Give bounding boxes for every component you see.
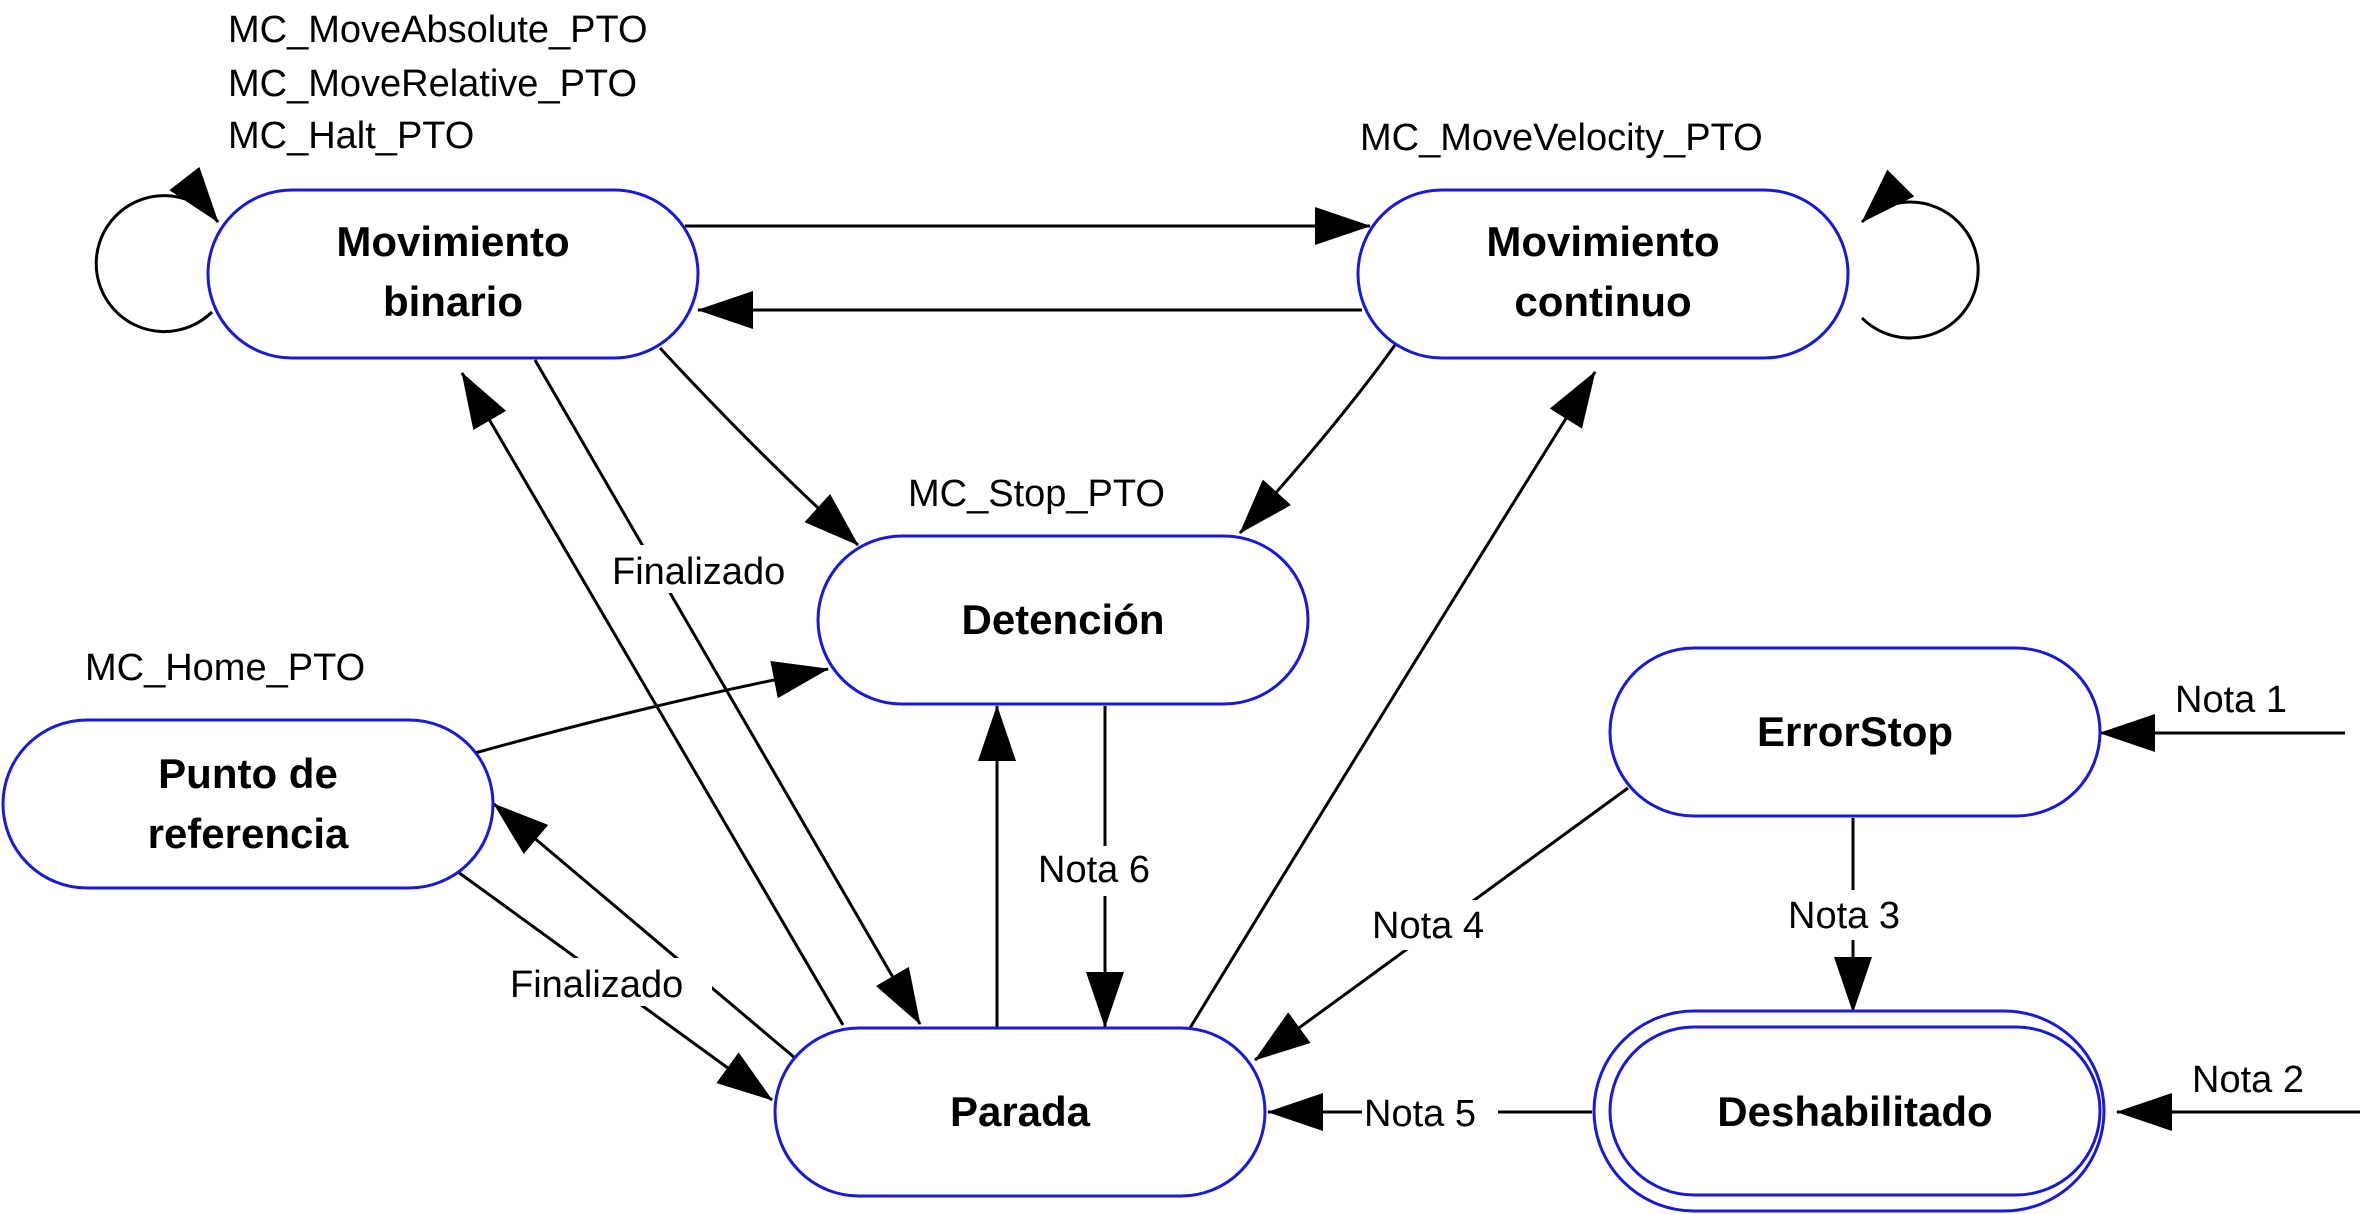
state-label: Movimiento [1486, 218, 1719, 265]
edge-binario-to-detencion [658, 346, 860, 547]
function-label: MC_Stop_PTO [908, 473, 1165, 515]
transition-label: Nota 2 [2192, 1059, 2304, 1101]
function-label: MC_MoveRelative_PTO [228, 63, 637, 105]
state-label: Deshabilitado [1717, 1088, 1992, 1135]
transition-label: Nota 3 [1788, 895, 1900, 937]
transition-label: Nota 6 [1038, 849, 1150, 891]
state-label: binario [383, 278, 523, 325]
state-deshabilitado: Deshabilitado [1592, 1009, 2106, 1213]
edge-parada-to-continuo [1188, 371, 1597, 1029]
state-movimiento-binario: Movimiento binario [206, 188, 700, 360]
transition-label: Finalizado [612, 551, 785, 593]
state-punto-de-referencia: Punto de referencia [1, 718, 495, 890]
state-label: Parada [950, 1088, 1091, 1135]
transition-label: Nota 5 [1364, 1093, 1476, 1135]
state-label: Detención [961, 596, 1164, 643]
function-label: MC_MoveVelocity_PTO [1360, 117, 1763, 159]
edge-punto-to-detencion [474, 660, 829, 755]
self-loop-binario [94, 166, 220, 334]
state-errorstop: ErrorStop [1608, 646, 2102, 818]
self-loop-continuo [1860, 169, 1980, 340]
transition-label: Nota 4 [1372, 905, 1484, 947]
state-label: Punto de [158, 750, 338, 797]
edge-parada-to-binario [460, 372, 845, 1026]
function-label: MC_MoveAbsolute_PTO [228, 9, 648, 51]
transition-label: Nota 1 [2175, 679, 2287, 721]
state-label: continuo [1514, 278, 1691, 325]
function-label: MC_Halt_PTO [228, 115, 474, 157]
state-label: ErrorStop [1757, 708, 1953, 755]
state-detencion: Detención [816, 534, 1310, 706]
edge-continuo-to-detencion [1238, 344, 1397, 535]
function-label: MC_Home_PTO [85, 647, 365, 689]
state-label: referencia [148, 810, 349, 857]
state-label: Movimiento [336, 218, 569, 265]
state-movimiento-continuo: Movimiento continuo [1356, 188, 1850, 360]
transition-label: Finalizado [510, 964, 683, 1006]
edge-parada-to-punto [493, 802, 796, 1060]
state-parada: Parada [773, 1026, 1267, 1198]
edge-binario-to-parada [533, 359, 922, 1025]
